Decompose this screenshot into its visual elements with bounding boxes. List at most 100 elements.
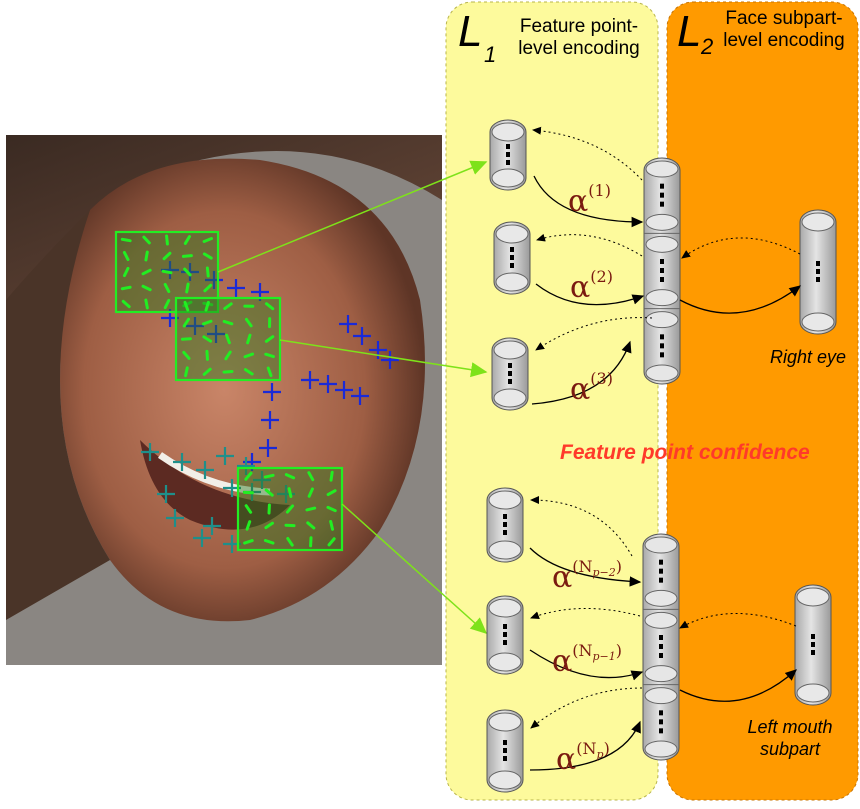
cylinder-dot [506,144,510,149]
stack-disc-bottom [645,590,677,606]
stack-dot [660,259,664,264]
l2-cylinder-right-eye [800,210,836,334]
alpha-np-open: (N [576,739,596,758]
patch-orientation [331,522,333,530]
layer1-title: Feature point- level encoding [500,16,658,60]
patch-orientation [207,268,208,276]
alpha-np-2-open: (N [572,557,592,576]
cylinder-bottom-disc [489,541,521,559]
alpha-1-index: (1) [588,181,611,200]
cylinder-dot [503,740,507,745]
layer1-letter: L [458,10,482,54]
l1-cylinder-1 [490,120,526,190]
layer2-title-line1: Face subpart- [708,8,860,30]
cylinder-dot [503,756,507,761]
patch-orientation [122,287,130,289]
cylinder-dot [816,269,820,274]
left-mouth-line2: subpart [730,738,850,760]
stack-dot [660,277,664,282]
stack-disc-bottom [646,214,678,230]
right-eye-label: Right eye [748,346,860,368]
left-mouth-line1: Left mouth [730,716,850,738]
layer1-title-line1: Feature point- [500,16,658,38]
l1-cylinder-np [487,710,523,792]
layer1-title-line2: level encoding [500,38,658,60]
patch-orientation [146,252,147,260]
stack-disc-top [645,537,677,553]
alpha-2-index: (2) [590,267,613,286]
alpha-3-index: (3) [590,369,613,388]
cylinder-bottom-disc [802,313,834,331]
cylinder-dot [510,255,514,260]
stack-dot [659,569,663,574]
stack-dot [659,710,663,715]
cylinder-dot [816,277,820,282]
cylinder-dot [503,748,507,753]
patch-orientation [289,489,291,497]
stack-disc-top [645,612,677,628]
stack-disc-bottom [646,365,678,381]
l1-cylinder-2 [494,222,530,294]
stack-dot [659,644,663,649]
alpha-np-1-symbol: α [552,644,572,679]
layer1-index: 1 [484,44,496,66]
patch-orientation [182,339,190,340]
cylinder-dot [506,160,510,165]
alpha-np-2: α(Np−2) [552,552,622,593]
patch-orientation [224,372,232,373]
alpha-np: α(Np) [556,734,610,775]
cylinder-bottom-disc [797,684,829,702]
alpha-np-symbol: α [556,742,576,777]
cylinder-top-disc [489,599,521,617]
alpha-np-2-close: ) [616,557,622,576]
alpha-2-symbol: α [570,270,590,305]
cylinder-top-disc [494,341,526,359]
patch-orientation [183,256,191,257]
alpha-1: α(1) [568,176,611,217]
cylinder-bottom-disc [494,389,526,407]
left-mouth-label: Left mouth subpart [730,716,850,760]
alpha-np-1-open: (N [572,641,592,660]
cylinder-dot [811,642,815,647]
patch-orientation [265,475,273,477]
cylinder-dot [811,650,815,655]
patch-mouth-corner [238,468,342,550]
alpha-np-sub: p [597,748,604,761]
cylinder-dot [508,371,512,376]
cylinder-top-disc [489,713,521,731]
alpha-3: α(3) [570,364,613,405]
stack-dot [659,578,663,583]
cylinder-dot [508,363,512,368]
patch-orientation [167,236,168,244]
l1-stack-bottom [643,534,679,760]
stack-dot [660,268,664,273]
patch-orientation [122,239,130,240]
l1-stack-top [644,158,680,384]
stack-dot [659,728,663,733]
patch-orientation [186,368,188,376]
face-photo [6,135,442,665]
alpha-np-1-sub: p−1 [593,650,616,663]
cylinder-bottom-disc [489,771,521,789]
cylinder-dot [811,634,815,639]
patch-orientation [331,472,332,480]
l2-cylinder-left-mouth [795,585,831,705]
confidence-label: Feature point confidence [560,440,860,466]
cylinder-dot [508,379,512,384]
cylinder-bottom-disc [489,653,521,671]
cylinder-dot [510,247,514,252]
stack-disc-bottom [645,741,677,757]
stack-dot [660,202,664,207]
stack-dot [659,560,663,565]
cylinder-bottom-disc [492,169,524,187]
patch-orientation [307,508,315,510]
l1-cylinder-np-1 [487,596,523,674]
cylinder-dot [503,632,507,637]
stack-disc-top [646,312,678,328]
l1-cylinder-3 [492,338,528,410]
stack-disc-bottom [645,666,677,682]
alpha-1-symbol: α [568,184,588,219]
stack-disc-top [645,688,677,704]
